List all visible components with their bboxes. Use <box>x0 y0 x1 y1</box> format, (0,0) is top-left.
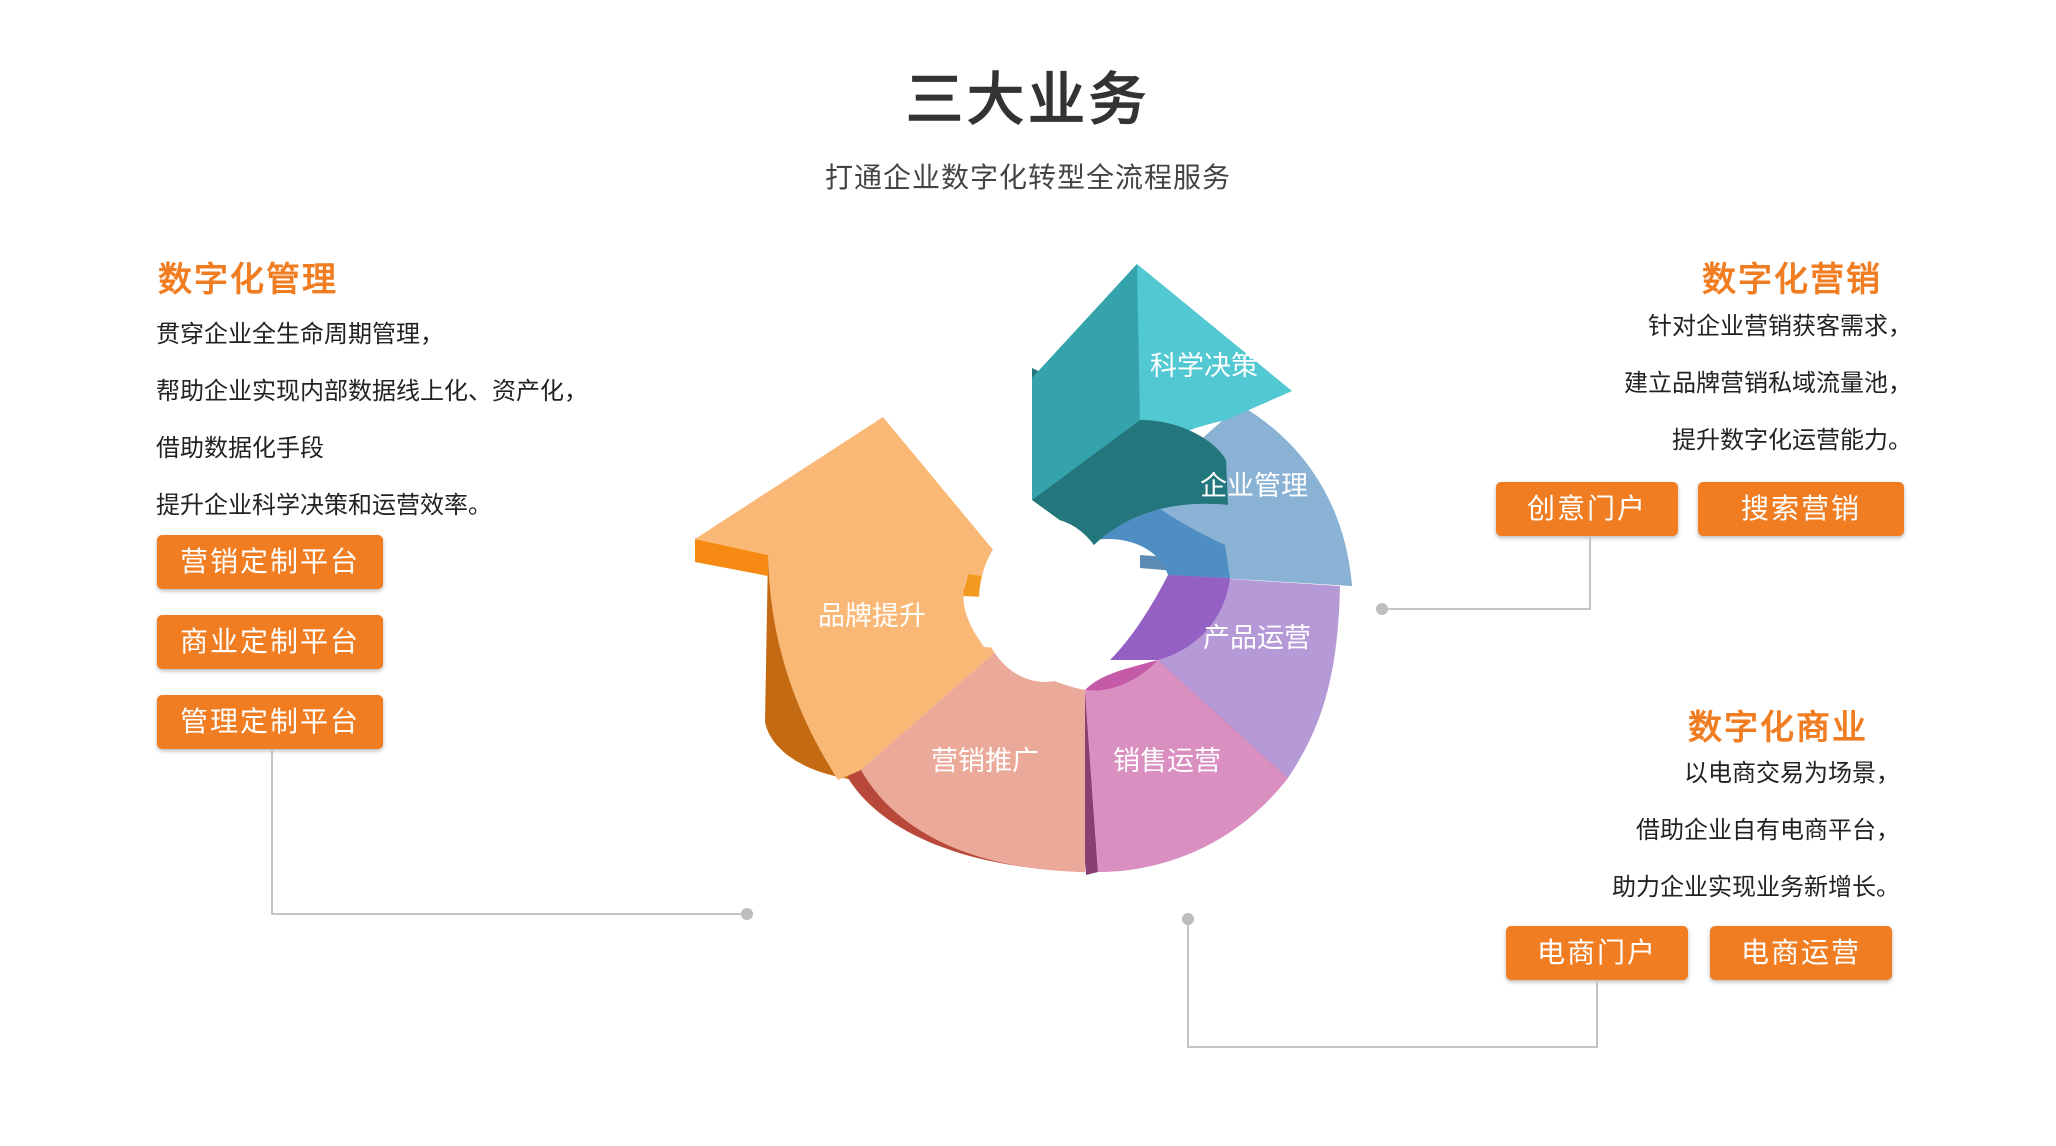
segment-brand <box>695 417 1018 780</box>
digital-commerce-desc-line: 助力企业实现业务新增长。 <box>1612 873 1900 901</box>
side-brand-left <box>765 555 852 780</box>
digital-management-desc-line: 贯穿企业全生命周期管理， <box>156 320 444 348</box>
page-subtitle: 打通企业数字化转型全流程服务 <box>824 161 1231 194</box>
segment-label-marketing: 营销推广 <box>931 746 1039 777</box>
segment-label-brand: 品牌提升 <box>818 601 926 632</box>
segment-label-product: 产品运营 <box>1203 623 1311 654</box>
search-marketing-button[interactable]: 搜索营销 <box>1698 482 1904 536</box>
digital-marketing-desc-line: 针对企业营销获客需求， <box>1648 312 1912 340</box>
ecommerce-portal-button[interactable]: 电商门户 <box>1506 926 1688 980</box>
inner-rim-product <box>1110 575 1230 660</box>
connector-left-horizontal <box>271 913 747 915</box>
ecommerce-operation-button[interactable]: 电商运营 <box>1710 926 1892 980</box>
digital-marketing-desc-line: 提升数字化运营能力。 <box>1672 426 1912 454</box>
section-title-digital-marketing: 数字化营销 <box>1702 260 1882 300</box>
marketing-platform-button[interactable]: 营销定制平台 <box>157 535 383 589</box>
digital-commerce-desc-line: 以电商交易为场景， <box>1684 759 1900 787</box>
section-title-digital-commerce: 数字化商业 <box>1688 708 1868 748</box>
segment-label-decision: 科学决策 <box>1150 351 1258 382</box>
digital-management-desc-line: 提升企业科学决策和运营效率。 <box>156 491 492 519</box>
connector-left-vertical <box>271 749 273 915</box>
connector-right-top-vertical <box>1589 536 1591 610</box>
creative-portal-button[interactable]: 创意门户 <box>1496 482 1678 536</box>
connector-left-dot <box>741 908 753 920</box>
connector-right-top-horizontal <box>1382 608 1591 610</box>
side-brand-tip <box>695 539 768 576</box>
segment-label-management: 企业管理 <box>1200 471 1308 502</box>
segment-sales <box>1085 660 1288 872</box>
section-title-digital-management: 数字化管理 <box>158 260 338 300</box>
segment-marketing <box>861 648 1085 872</box>
digital-management-desc-line: 借助数据化手段 <box>156 434 324 462</box>
connector-right-bottom-up <box>1187 918 1189 1048</box>
digital-management-desc-line: 帮助企业实现内部数据线上化、资产化， <box>156 377 588 405</box>
connector-right-bottom-horizontal <box>1187 1046 1598 1048</box>
segment-decision-side <box>1032 264 1140 500</box>
digital-marketing-desc-line: 建立品牌营销私域流量池， <box>1624 369 1912 397</box>
segment-label-sales: 销售运营 <box>1113 746 1221 777</box>
digital-commerce-desc-line: 借助企业自有电商平台， <box>1636 816 1900 844</box>
connector-right-bottom-dot <box>1182 913 1194 925</box>
business-platform-button[interactable]: 商业定制平台 <box>157 615 383 669</box>
connector-right-top-dot <box>1376 603 1388 615</box>
management-platform-button[interactable]: 管理定制平台 <box>157 695 383 749</box>
connector-right-bottom-vertical <box>1596 980 1598 1048</box>
cycle-top-faces <box>695 264 1352 872</box>
segment-decision-under <box>1032 420 1228 545</box>
inner-rim-sales <box>1085 660 1158 691</box>
center-hole <box>979 518 1111 682</box>
page-title: 三大业务 <box>906 67 1150 133</box>
